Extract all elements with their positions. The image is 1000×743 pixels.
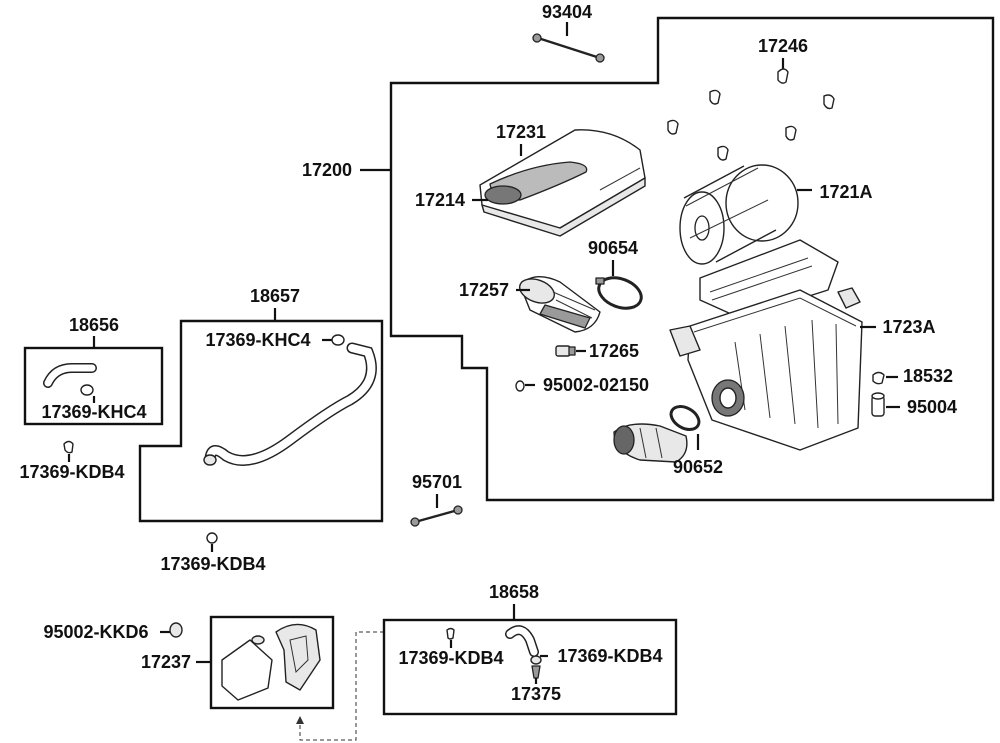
label-17369-kdb4-d: 17369-KDB4 [557,646,662,666]
label-17369-kdb4-c: 17369-KDB4 [398,648,503,668]
label-1723A: 1723A [882,317,935,337]
intake-duct-17257 [518,276,601,333]
label-17369-kdb4-a: 17369-KDB4 [19,462,124,482]
label-17369-khc4-a: 17369-KHC4 [41,402,146,422]
label-95002-kkd6: 95002-KKD6 [43,622,148,642]
hose-box-18657 [138,319,384,523]
grommet-95002-kkd6 [169,622,183,638]
air-filter-element-1721A [679,164,799,265]
label-95004: 95004 [907,397,957,417]
hose-18658 [446,625,542,679]
label-18657: 18657 [250,286,300,306]
label-17257: 17257 [459,280,509,300]
label-17246: 17246 [758,36,808,56]
hose-90652 [613,405,701,463]
label-95701: 95701 [412,472,462,492]
label-18658: 18658 [489,582,539,602]
clip-18532 [872,371,885,385]
hose-box-18658 [382,618,678,716]
hose-18656 [43,363,97,396]
bolt-95701 [410,505,463,527]
label-17237: 17237 [141,652,191,672]
label-18656: 18656 [69,315,119,335]
air-cleaner-body-1723A [669,239,863,451]
bolt-93404 [532,33,605,63]
grommet-95002-02150 [515,380,525,392]
air-cleaner-assembly-frame [389,16,995,502]
part-17265 [555,345,576,357]
label-17231: 17231 [496,122,546,142]
resonator-17237 [221,623,321,701]
label-17369-kdb4-b: 17369-KDB4 [160,554,265,574]
hose-18657 [203,334,377,466]
clips-17246 [667,68,835,161]
reference-arrowhead [296,716,304,724]
label-17369-khc4-b: 17369-KHC4 [205,330,310,350]
clamp-90654 [595,276,643,310]
label-95002-02150: 95002-02150 [543,375,649,395]
clip-17369-kdb4-a [63,440,74,454]
clip-17369-kdb4-b [206,532,218,544]
insulator-95004 [871,392,885,417]
air-cleaner-cover-17231 [479,129,646,237]
label-17375: 17375 [511,684,561,704]
label-90654: 90654 [588,238,638,258]
label-90652: 90652 [673,457,723,477]
label-93404: 93404 [542,2,592,22]
label-18532: 18532 [903,366,953,386]
label-17214: 17214 [415,190,465,210]
label-17265: 17265 [589,341,639,361]
label-17200: 17200 [302,160,352,180]
reference-arrow [299,631,384,741]
label-1721A: 1721A [819,182,872,202]
